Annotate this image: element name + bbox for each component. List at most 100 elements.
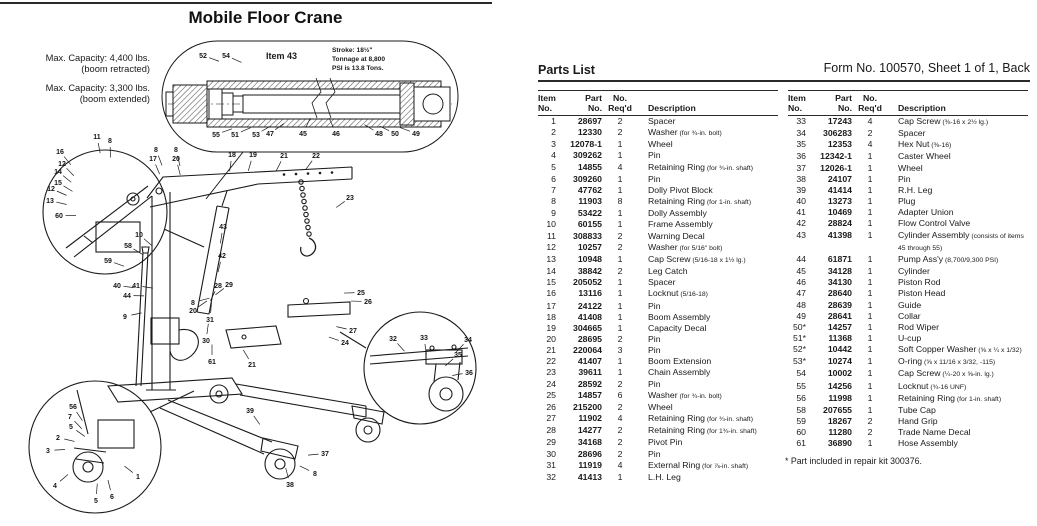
item-no-cell: 33	[796, 116, 806, 126]
pump-body	[150, 317, 180, 345]
description-cell: Retaining Ring (for ¾-in. shaft)	[648, 413, 753, 424]
diagram-callout-35: 35	[454, 352, 462, 359]
qty-cell: 1	[617, 356, 623, 367]
qty-cell: 1	[867, 344, 873, 355]
description-note: (for 1¾-in. shaft)	[705, 428, 757, 436]
diagram-callout-4: 4	[53, 483, 57, 490]
qty-cell: 1	[617, 288, 623, 299]
description-note: (for ¾-in. shaft)	[705, 416, 753, 424]
part-no-cell: 24107	[827, 173, 852, 184]
diagram-callout-5: 5	[94, 498, 98, 505]
diagram-callout-32: 32	[389, 336, 397, 343]
callout-leader-line	[107, 479, 111, 491]
callout-leader-line	[76, 411, 83, 421]
diagram-callout-26: 26	[364, 299, 372, 306]
qty-cell: 1	[617, 471, 623, 482]
qty-cell: 2	[617, 241, 623, 252]
diagram-callout-33: 33	[420, 335, 428, 342]
callout-leader-line	[328, 117, 334, 128]
item-no-cell: 5	[551, 161, 556, 172]
diagram-callout-22: 22	[312, 153, 320, 160]
description-cell: Piston Rod	[898, 277, 941, 288]
item-no-cell: 18	[546, 311, 556, 322]
qty-cell: 2	[617, 230, 623, 241]
qty-cell: 3	[617, 345, 623, 356]
parts-list-rule	[538, 80, 1030, 82]
item-no-cell: 6	[551, 173, 556, 184]
description-note: (for ⅞-in. shaft)	[700, 462, 749, 470]
item-no-cell: 47	[796, 288, 806, 299]
detail-circles	[28, 149, 477, 514]
description-cell: Locknut (¾-16 UNF)	[898, 380, 967, 391]
item-no-cell: 9	[551, 208, 556, 219]
diagram-callout-53: 53	[252, 132, 260, 139]
description-cell: External Ring (for ⅞-in. shaft)	[648, 459, 749, 470]
item-no-cell: 38	[796, 173, 806, 184]
item-no-cell: 15	[546, 277, 556, 288]
capacity-retracted-qualifier: (boom retracted)	[81, 64, 150, 74]
callout-leader-line	[143, 238, 153, 246]
diagram-callout-16: 16	[56, 149, 64, 156]
dolly-base	[107, 377, 243, 403]
callout-leader-line	[240, 127, 251, 133]
capacity-retracted-value: Max. Capacity: 4,400 lbs.	[45, 53, 150, 63]
part-no-cell: 14277	[577, 425, 602, 436]
part-no-cell: 36890	[827, 438, 852, 449]
description-note: (5/16-18 x 1½ lg.)	[690, 256, 746, 264]
item-no-cell: 14	[546, 266, 556, 277]
callout-leader-line	[63, 156, 71, 165]
diagram-callout-55: 55	[212, 132, 220, 139]
item-no-cell: 19	[546, 322, 556, 333]
qty-cell: 1	[617, 139, 623, 150]
callout-leader-line	[96, 483, 98, 495]
callout-leader-line	[76, 430, 85, 437]
diagram-callout-25: 25	[357, 290, 365, 297]
crane-art	[107, 166, 385, 480]
description-cell: Pin	[648, 150, 661, 161]
qty-cell: 1	[867, 356, 873, 367]
diagram-callout-8: 8	[174, 147, 178, 154]
item-no-cell: 34	[796, 128, 806, 139]
qty-cell: 1	[867, 266, 873, 277]
diagram-callout-15: 15	[54, 180, 62, 187]
part-no-cell: 205052	[573, 277, 602, 288]
diagram-callout-44: 44	[123, 293, 131, 300]
part-no-cell: 11280	[828, 427, 852, 438]
description-cell: Dolly Pivot Block	[648, 184, 713, 195]
description-cell: Locknut (5/16-18)	[648, 288, 708, 299]
item-no-cell: 22	[546, 356, 556, 367]
repair-kit-footnote: * Part included in repair kit 300376.	[785, 456, 922, 466]
item-no-cell: 31	[546, 459, 556, 470]
qty-cell: 1	[867, 332, 873, 343]
callout-leader-line	[62, 175, 72, 183]
item-no-cell: 24	[546, 378, 556, 389]
col-header-description: Description	[898, 103, 946, 113]
diagram-callout-58: 58	[124, 243, 132, 250]
inset-item-label: Item 43	[266, 51, 298, 61]
qty-cell: 1	[617, 219, 623, 230]
part-no-cell: 47762	[577, 184, 602, 195]
description-cell: Guide	[898, 299, 922, 310]
diagram-callout-40: 40	[113, 283, 121, 290]
item-no-cell: 10	[546, 219, 556, 230]
description-cell: Hand Grip	[898, 416, 938, 427]
item-no-cell: 45	[796, 266, 806, 277]
diagram-callout-1: 1	[136, 474, 140, 481]
part-no-cell: 11902	[578, 413, 602, 424]
